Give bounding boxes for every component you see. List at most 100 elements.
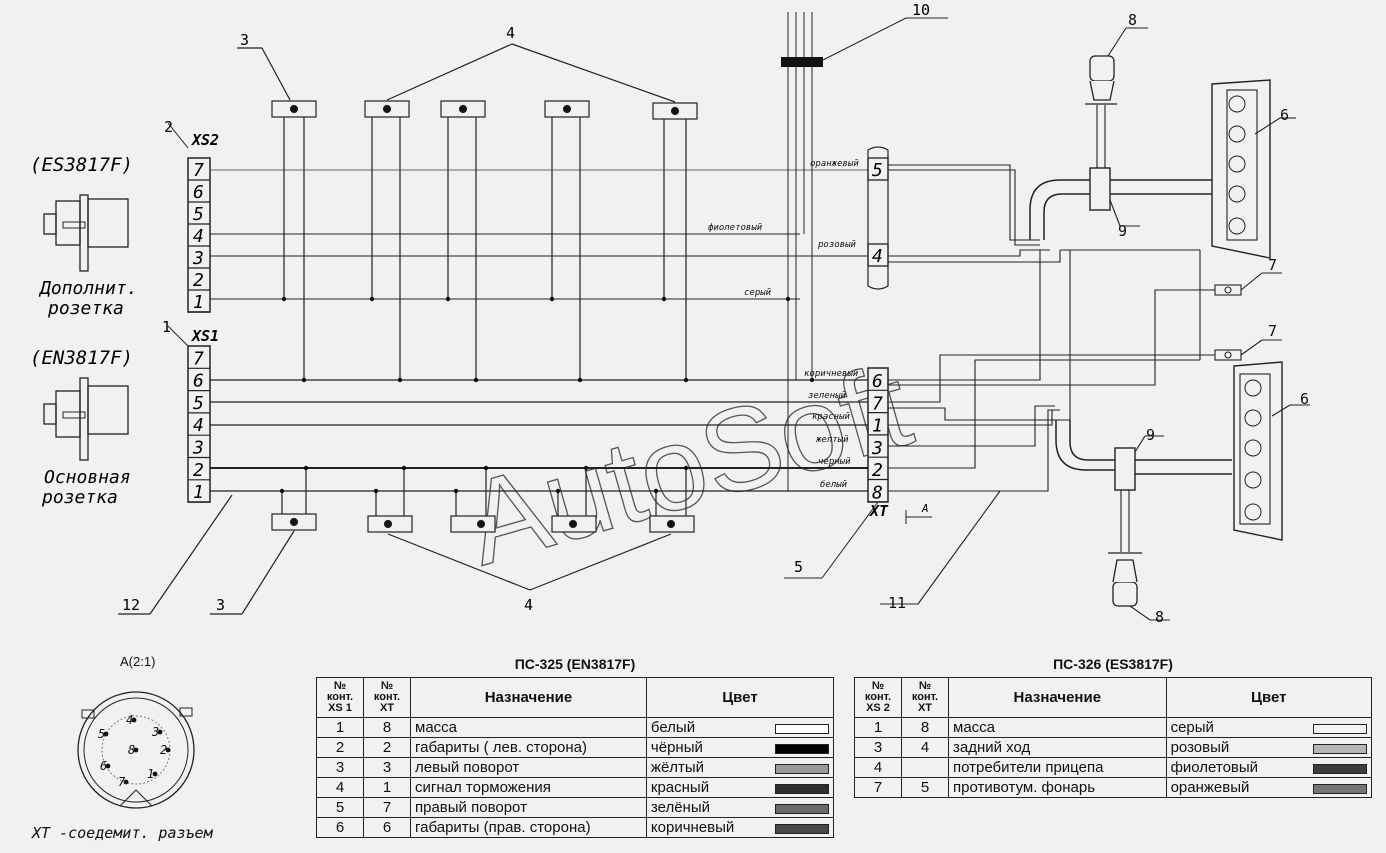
color-name: фиолетовый	[1170, 759, 1259, 776]
xt-contact: 3	[363, 757, 411, 778]
xs-contact: 6	[316, 817, 364, 838]
xs-contact: 5	[316, 797, 364, 818]
xs2-pin: 2	[193, 270, 204, 291]
table-ps326-title: ПС-326 (ES3817F)	[1053, 656, 1173, 672]
callout-10: 10	[912, 1, 930, 19]
xt-pin: 1	[872, 416, 883, 437]
purpose-cell: задний ход	[948, 737, 1167, 758]
wire-label-white: белый	[820, 479, 848, 490]
wire-label-green: зеленый	[808, 391, 847, 401]
tail-light-bulbs	[1228, 95, 1262, 521]
xt-contact: 5	[901, 777, 949, 798]
xs2-pin: 4	[193, 226, 204, 247]
callout-7-bottom: 7	[1268, 322, 1277, 340]
xs2-pin: 6	[193, 182, 204, 203]
color-swatch	[1313, 784, 1367, 794]
xt-contact: 8	[363, 717, 411, 738]
xs-contact: 1	[854, 717, 902, 738]
detail-pin: 4	[126, 713, 133, 727]
callout-11: 11	[888, 594, 906, 612]
header-color: Цвет	[645, 677, 835, 718]
color-cell: зелёный	[645, 797, 835, 818]
wire-label-black: черный	[818, 457, 851, 467]
color-name: оранжевый	[1170, 779, 1250, 796]
purpose-cell: габариты (прав. сторона)	[410, 817, 647, 838]
color-swatch	[775, 784, 829, 794]
color-name: белый	[650, 719, 696, 736]
wire-bundle	[210, 12, 868, 492]
color-cell: чёрный	[645, 737, 835, 758]
wiring-diagram: AutoSoft (ES3817F) Дополнит. розетка 2 X…	[30, 1, 1310, 626]
header-xs: № конт. XS 1	[316, 677, 364, 718]
xs-contact: 1	[316, 717, 364, 738]
purpose-cell: потребители прицепа	[948, 757, 1167, 778]
color-cell: белый	[645, 717, 835, 738]
xs2-pin: 5	[193, 204, 204, 225]
xs2-caption-2: розетка	[47, 298, 124, 319]
xt-contact: 6	[363, 817, 411, 838]
xt-label: XT	[868, 502, 889, 520]
upper-pin-4: 4	[872, 246, 883, 267]
lower-lamp-holders	[118, 468, 695, 615]
callout-3-top: 3	[240, 31, 249, 49]
callout-5: 5	[794, 558, 803, 576]
detail-pin: 2	[160, 743, 167, 757]
callout-6-bottom: 6	[1300, 390, 1309, 408]
color-name: серый	[1170, 719, 1214, 736]
purpose-cell: масса	[410, 717, 647, 738]
xs1-pin: 3	[192, 438, 204, 459]
upper-lamp-holders	[237, 43, 698, 380]
color-swatch	[775, 764, 829, 774]
purpose-cell: сигнал торможения	[410, 777, 647, 798]
xs-contact: 3	[854, 737, 902, 758]
detail-pin: 8	[128, 743, 135, 757]
color-cell: коричневый	[645, 817, 835, 838]
xt-pin: 6	[872, 371, 883, 392]
callout-4-bottom: 4	[524, 596, 533, 614]
xt-pin: 3	[871, 438, 883, 459]
callout-6-top: 6	[1280, 106, 1289, 124]
purpose-cell: масса	[948, 717, 1167, 738]
callout-8-top: 8	[1128, 11, 1137, 29]
detail-caption: XT -соедемит. разъем	[32, 824, 213, 842]
xs2-model: (ES3817F)	[30, 154, 133, 176]
xt-contact: 1	[363, 777, 411, 798]
xs2-pin: 1	[193, 292, 204, 313]
detail-pin: 7	[118, 775, 126, 789]
color-swatch	[1313, 764, 1367, 774]
header-xs: № конт. XS 2	[854, 677, 902, 718]
color-swatch	[775, 744, 829, 754]
xs1-pin: 6	[193, 371, 204, 392]
xs-contact: 4	[854, 757, 902, 778]
xt-view-label: A	[921, 502, 929, 515]
xs1-pin: 4	[193, 415, 204, 436]
xs1-caption-2: розетка	[41, 487, 118, 508]
xt-contact: 8	[901, 717, 949, 738]
callout-9-bottom: 9	[1146, 426, 1155, 444]
xs1-model: (EN3817F)	[30, 347, 133, 369]
xt-contact: 4	[901, 737, 949, 758]
table-ps326: № конт. XS 2 № конт. XT Назначение Цвет …	[854, 677, 1373, 798]
callout-4-top: 4	[506, 24, 515, 42]
callout-8-bottom: 8	[1155, 608, 1164, 626]
socket-xs2: (ES3817F) Дополнит. розетка 2 XS2 765432…	[30, 118, 219, 319]
xs2-caption-1: Дополнит.	[38, 278, 138, 299]
color-swatch	[775, 804, 829, 814]
callout-2: 2	[164, 118, 173, 136]
xs2-label: XS2	[190, 131, 219, 149]
header-purpose: Назначение	[410, 677, 647, 718]
xs2-pin: 7	[193, 160, 204, 181]
clamp-10	[781, 57, 823, 67]
color-cell: розовый	[1165, 737, 1373, 758]
xs-contact: 3	[316, 757, 364, 778]
xt-pin: 8	[872, 483, 883, 504]
wire-label-orange: оранжевый	[810, 159, 859, 169]
